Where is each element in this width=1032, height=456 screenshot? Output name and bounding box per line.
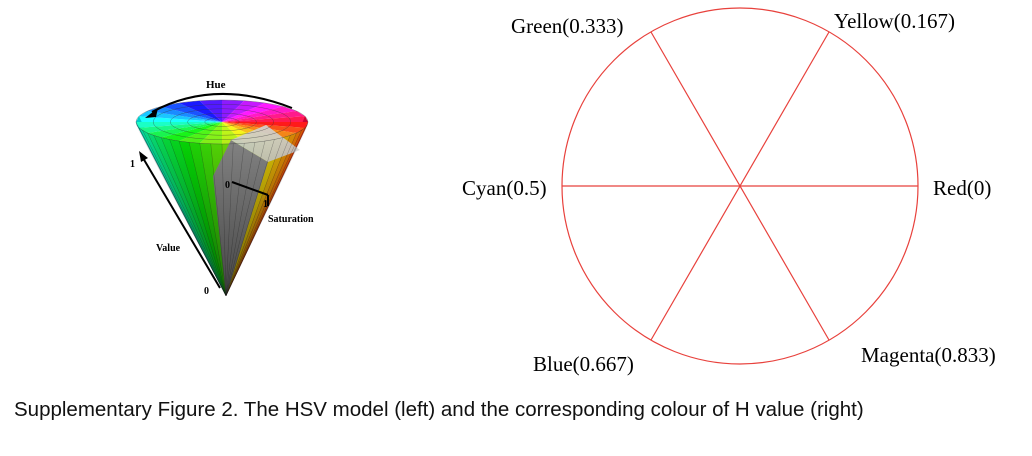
- label-blue: Blue(0.667): [533, 352, 634, 376]
- value-label: Value: [156, 243, 181, 254]
- label-yellow: Yellow(0.167): [834, 9, 955, 33]
- label-cyan: Cyan(0.5): [462, 176, 547, 200]
- hue-arc-arrowhead: [145, 108, 158, 118]
- value-min-label: 0: [204, 286, 209, 297]
- value-max-label: 1: [130, 159, 135, 170]
- hsv-cone-top-wedge: [179, 100, 222, 122]
- hsv-cone-top-wedge: [161, 102, 222, 122]
- hsv-cone-top-wedge: [138, 111, 222, 122]
- saturation-label: Saturation: [268, 214, 314, 225]
- hsv-cone-top-wedge: [222, 111, 306, 122]
- hue-label: Hue: [206, 79, 226, 91]
- label-magenta: Magenta(0.833): [861, 343, 996, 367]
- sat-max-label: 1: [263, 199, 268, 210]
- hsv-cone-top-wedge: [136, 116, 222, 122]
- label-green: Green(0.333): [511, 14, 624, 38]
- value-axis-arrow: [139, 151, 148, 162]
- hsv-cone-top-wedge: [222, 106, 297, 122]
- hsv-cone: Hue 1 Value 0 0 1 Saturation: [130, 79, 314, 297]
- hsv-cone-shade: [137, 118, 307, 296]
- hsv-cone-top-wedge: [222, 102, 283, 122]
- sat-min-label: 0: [225, 180, 230, 191]
- saturation-axis: [231, 181, 269, 196]
- hsv-cone-top-wedge: [222, 100, 265, 122]
- hsv-cone-top-wedge: [222, 100, 245, 122]
- hsv-cone-top-wedge: [199, 100, 222, 122]
- hsv-cone-top-wedge: [147, 106, 222, 122]
- hue-wheel: Green(0.333) Yellow(0.167) Cyan(0.5) Red…: [462, 7, 996, 376]
- value-axis: [142, 157, 221, 289]
- spoke-green-magenta: [650, 31, 830, 341]
- label-red: Red(0): [933, 176, 991, 200]
- hue-arc-arrow: [151, 92, 293, 113]
- figure-caption: Supplementary Figure 2. The HSV model (l…: [14, 398, 864, 421]
